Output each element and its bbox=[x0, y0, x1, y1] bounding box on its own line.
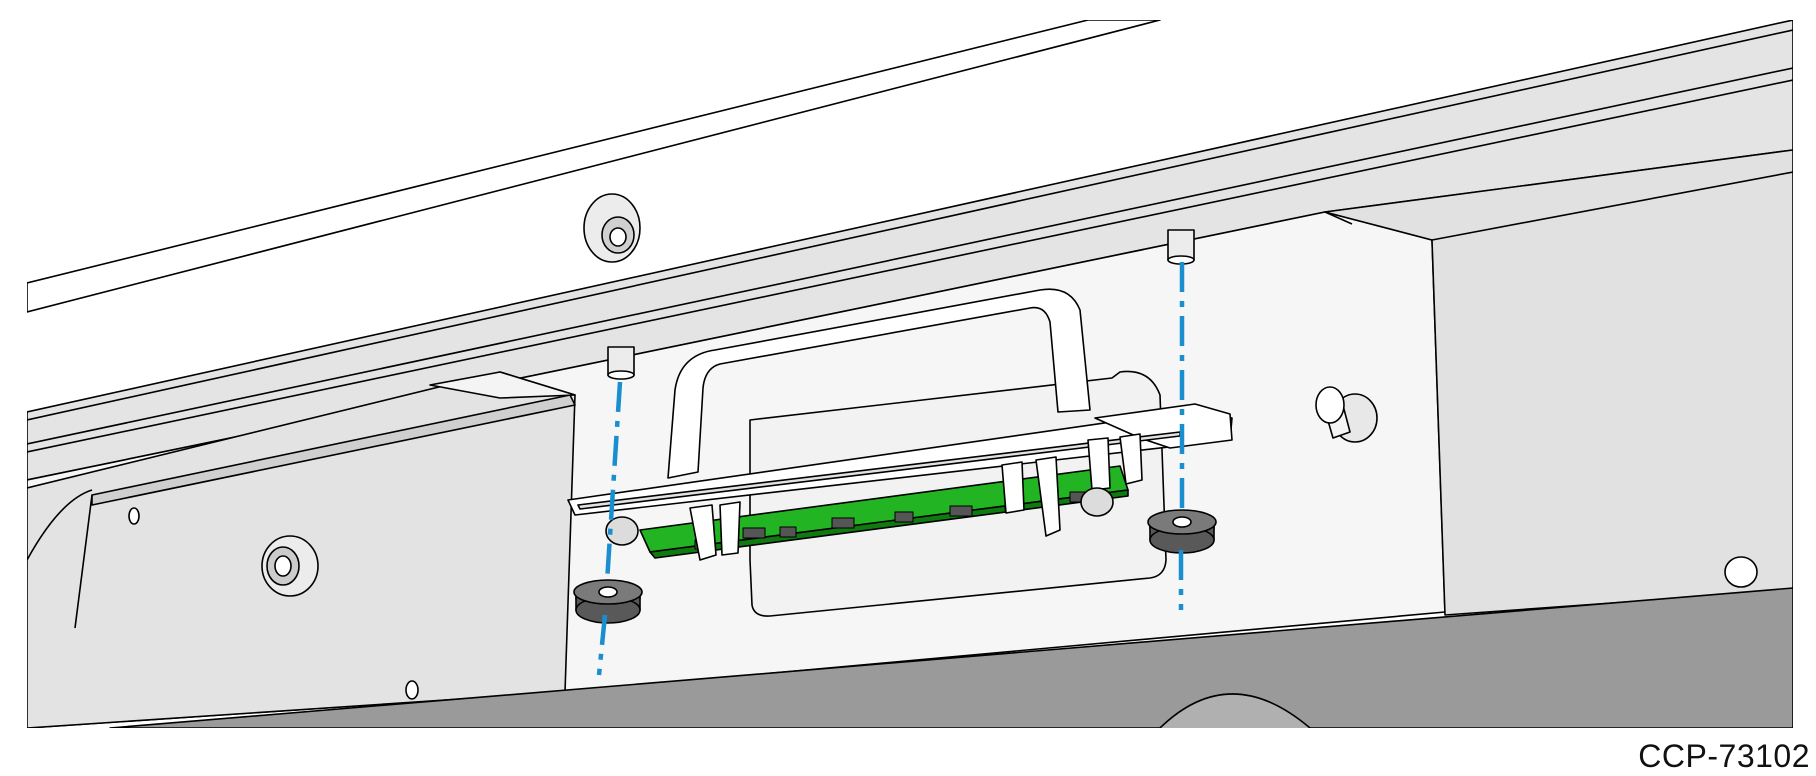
hex-nut-icon bbox=[573, 579, 643, 624]
mounting-clip bbox=[1119, 433, 1143, 485]
alignment-leader-line bbox=[596, 381, 623, 676]
pcb-component bbox=[894, 511, 914, 523]
handle bbox=[667, 288, 1091, 479]
bolt-icon bbox=[583, 193, 641, 263]
bolt-icon bbox=[261, 535, 319, 597]
figure-code-label: CCP-73102 bbox=[1638, 738, 1810, 774]
mounting-clip bbox=[1001, 461, 1025, 514]
top-rail bbox=[27, 20, 1161, 313]
side-post bbox=[1315, 386, 1378, 443]
panel-hole bbox=[405, 680, 419, 700]
standoff-icon bbox=[1167, 229, 1195, 265]
mounting-boss bbox=[1080, 487, 1114, 517]
panel-hole bbox=[1724, 556, 1758, 588]
pcb-component bbox=[831, 517, 855, 529]
mounting-clip bbox=[1035, 456, 1061, 537]
alignment-leader-line bbox=[1178, 262, 1185, 610]
pcb-component bbox=[949, 505, 973, 517]
mounting-clip bbox=[689, 504, 717, 561]
mounting-boss bbox=[605, 516, 639, 546]
mounting-clip bbox=[1087, 437, 1111, 491]
hex-nut-icon bbox=[1147, 509, 1217, 554]
standoff-icon bbox=[607, 346, 635, 380]
panel-hole bbox=[128, 507, 140, 525]
pcb-component bbox=[779, 526, 797, 538]
pcb-component bbox=[742, 527, 766, 539]
mounting-clip bbox=[719, 501, 741, 556]
floor-plate bbox=[109, 587, 1793, 728]
